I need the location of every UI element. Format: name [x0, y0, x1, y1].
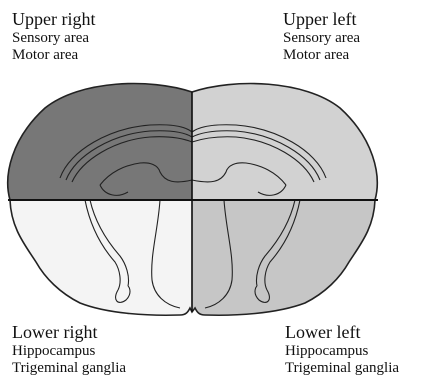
- upper-right-quadrant: [0, 80, 192, 200]
- upper-left-quadrant: [192, 80, 428, 200]
- lower-left-quadrant: [192, 200, 428, 340]
- lower-right-quadrant: [0, 200, 192, 340]
